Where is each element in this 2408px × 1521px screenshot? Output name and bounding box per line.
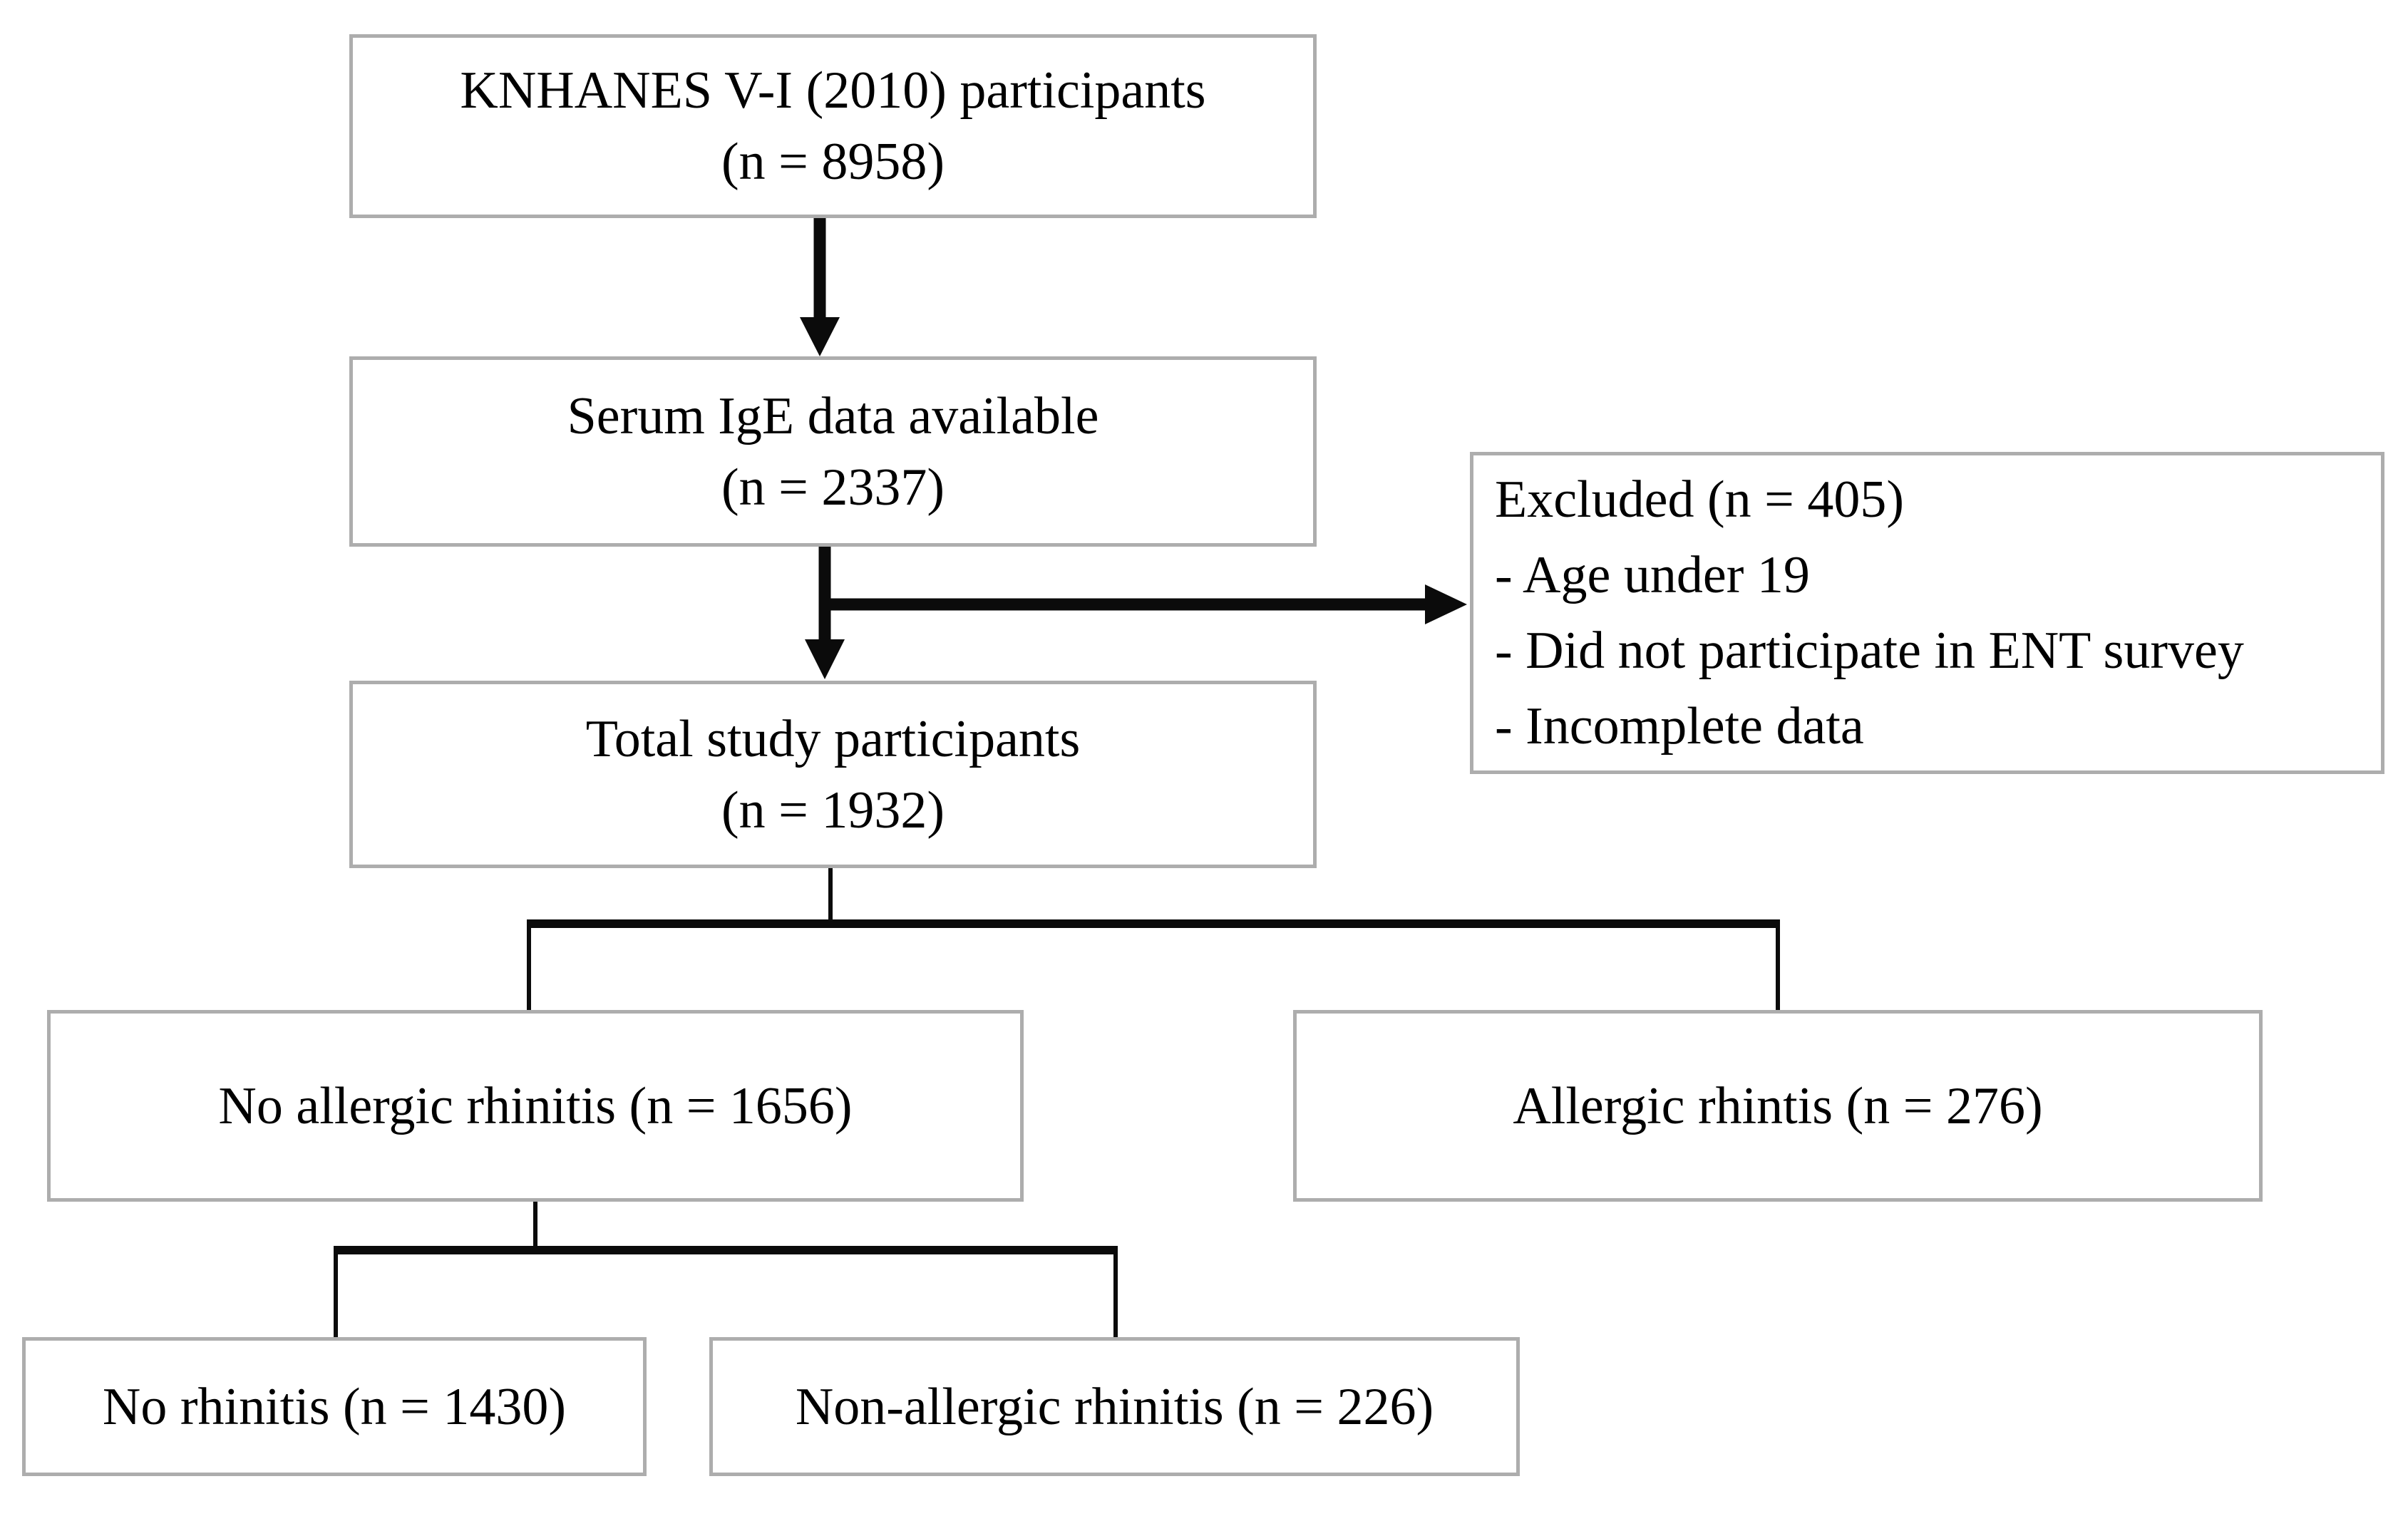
node-serum-ige: Serum IgE data available (n = 2337)	[349, 356, 1317, 547]
node-serum-line1: Serum IgE data available	[567, 386, 1099, 445]
node-knhanes-participants: KNHANES V-I (2010) participants (n = 895…	[349, 34, 1317, 218]
node-knhanes-line1: KNHANES V-I (2010) participants	[460, 61, 1206, 120]
node-excluded: Excluded (n = 405) - Age under 19 - Did …	[1470, 452, 2384, 774]
node-allergic-rhinitis-label: Allergic rhintis (n = 276)	[1513, 1076, 2043, 1135]
node-excluded-item: - Age under 19	[1495, 546, 1810, 604]
node-no-allergic-rhinitis: No allergic rhinitis (n = 1656)	[47, 1010, 1024, 1202]
node-serum-count: (n = 2337)	[721, 458, 945, 517]
node-no-allergic-rhinitis-label: No allergic rhinitis (n = 1656)	[218, 1076, 853, 1135]
node-allergic-rhinitis: Allergic rhintis (n = 276)	[1293, 1010, 2263, 1202]
node-knhanes-count: (n = 8958)	[721, 133, 945, 191]
node-excluded-item: - Did not participate in ENT survey	[1495, 622, 2244, 680]
arrow-head-down-icon	[805, 639, 845, 679]
node-total-line1: Total study participants	[585, 709, 1081, 768]
node-non-allergic-rhinitis: Non-allergic rhinitis (n = 226)	[709, 1337, 1520, 1476]
connector-rhinitis-branch	[334, 1202, 1118, 1337]
arrow-head-down-icon	[800, 317, 840, 356]
node-excluded-item: - Incomplete data	[1495, 697, 1864, 756]
node-total-participants: Total study participants (n = 1932)	[349, 681, 1317, 868]
arrow-head-right-icon	[1425, 584, 1467, 624]
node-total-count: (n = 1932)	[721, 780, 945, 840]
node-non-allergic-rhinitis-label: Non-allergic rhinitis (n = 226)	[795, 1377, 1434, 1436]
node-no-rhinitis: No rhinitis (n = 1430)	[22, 1337, 647, 1476]
connector-total-branch	[527, 868, 1780, 1010]
node-excluded-title: Excluded (n = 405)	[1495, 470, 1904, 529]
arrow-to-excluded	[825, 584, 1467, 624]
arrow-knhanes-to-serum	[800, 218, 840, 356]
arrow-serum-to-total	[805, 547, 845, 679]
node-no-rhinitis-label: No rhinitis (n = 1430)	[102, 1377, 567, 1436]
